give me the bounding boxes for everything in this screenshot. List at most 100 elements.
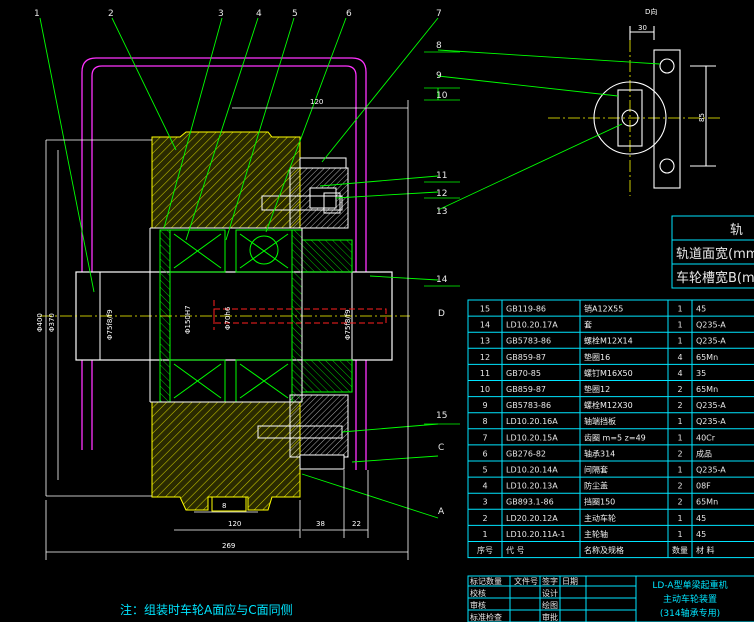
bom-row-5-mat: 65Mn xyxy=(696,385,718,394)
dim-269: 269 xyxy=(222,542,235,550)
bom-row-11-name: 防尘盖 xyxy=(584,481,608,491)
title-block-cell-0-1: 文件号 xyxy=(514,576,538,586)
title-block-cell-3-0: 标准检查 xyxy=(470,612,502,622)
bom-header-qty: 数量 xyxy=(672,545,688,555)
drawing-title-3: (314轴承专用) xyxy=(660,607,720,619)
drawing-title-2: 主动车轮装置 xyxy=(663,593,717,605)
callout-4: 4 xyxy=(256,9,262,19)
bom-row-2-mat: Q235-A xyxy=(696,337,726,346)
bom-row-6-name: 螺栓M12X30 xyxy=(584,400,633,410)
callout-7: 7 xyxy=(436,9,442,19)
dim-22: 22 xyxy=(352,520,361,528)
bom-header-no: 序号 xyxy=(477,545,493,555)
bom-row-9-name: 轴承314 xyxy=(584,448,615,458)
dim-phi400: Φ400 xyxy=(36,313,44,332)
callout-underlines xyxy=(424,51,460,425)
bom-row-8-qty: 1 xyxy=(677,433,682,442)
title-block-cell-2-2: 绘图 xyxy=(542,600,558,610)
bom-row-0-mat: 45 xyxy=(696,305,706,314)
callout-6: 6 xyxy=(346,9,352,19)
bom-row-3-qty: 4 xyxy=(677,353,682,362)
bom-row-10-mat: Q235-A xyxy=(696,466,726,475)
title-block-cell-0-0: 标记数量 xyxy=(470,576,502,586)
dim-85: 85 xyxy=(698,113,706,122)
bom-row-12-qty: 2 xyxy=(677,498,682,507)
bom-row-10-code: LD10.20.14A xyxy=(506,466,558,475)
spec-table xyxy=(671,215,754,289)
bom-header-code: 代 号 xyxy=(506,545,525,555)
side-label-a: A xyxy=(438,507,445,517)
assembly-note: 注：组装时车轮A面应与C面同侧 xyxy=(120,602,293,617)
title-block-cell-3-2: 审批 xyxy=(542,612,558,622)
side-label-c: C xyxy=(438,443,444,453)
bom-row-11-no: 4 xyxy=(482,482,487,491)
bom-row-9-code: GB276-82 xyxy=(506,449,546,458)
drawing-title-1: LD-A型单梁起重机 xyxy=(652,579,727,591)
bom-row-2-qty: 1 xyxy=(677,337,682,346)
bom-row-11-code: LD10.20.13A xyxy=(506,482,558,491)
callout-15: 15 xyxy=(436,411,447,421)
bom-row-12-name: 挡圈150 xyxy=(584,497,615,507)
bom-row-4-mat: 35 xyxy=(696,369,706,378)
bom-row-7-mat: Q235-A xyxy=(696,417,726,426)
center-lines xyxy=(40,40,720,317)
title-block-cell-0-3: 日期 xyxy=(562,577,578,586)
bom-row-14-mat: 45 xyxy=(696,530,706,539)
bom-row-5-no: 10 xyxy=(480,385,490,394)
bom-row-6-mat: Q235-A xyxy=(696,401,726,410)
bom-row-0-name: 销A12X55 xyxy=(584,304,623,314)
callout-1: 1 xyxy=(34,9,40,19)
bom-row-12-code: GB893.1-86 xyxy=(506,498,554,507)
dim-phi370: Φ370 xyxy=(48,313,56,332)
d-view-label: D向 xyxy=(645,7,657,16)
leader-lines xyxy=(39,17,661,519)
bom-row-2-no: 13 xyxy=(480,337,490,346)
callout-2: 2 xyxy=(108,9,114,19)
bom-row-3-code: GB859-87 xyxy=(506,353,546,362)
bom-row-5-qty: 2 xyxy=(677,385,682,394)
bom-row-9-qty: 2 xyxy=(677,449,682,458)
bom-row-10-no: 5 xyxy=(482,466,487,475)
bom-row-1-qty: 1 xyxy=(677,321,682,330)
bom-header-name: 名称及规格 xyxy=(584,545,624,555)
title-block-cell-1-2: 设计 xyxy=(542,588,558,598)
spec-table-title: 轨 xyxy=(730,223,743,238)
bom-row-8-name: 齿圈 m=5 z=49 xyxy=(584,433,646,442)
title-block-cell-0-2: 签字 xyxy=(542,576,558,586)
bom-row-11-mat: 08F xyxy=(696,482,711,491)
bom-row-10-qty: 1 xyxy=(677,466,682,475)
bom-row-13-code: LD20.20.12A xyxy=(506,514,558,523)
bom-row-6-code: GB5783-86 xyxy=(506,401,551,410)
dim-phi75-right: Φ75f8/f9 xyxy=(344,309,352,340)
bom-row-14-code: LD10.20.11A-1 xyxy=(506,530,566,539)
bom-row-7-name: 轴端挡板 xyxy=(584,416,616,426)
bom-row-1-mat: Q235-A xyxy=(696,321,726,330)
bom-row-14-name: 主轮轴 xyxy=(584,529,608,539)
bom-row-13-qty: 1 xyxy=(677,514,682,523)
dim-30: 30 xyxy=(638,24,647,32)
wheel-body xyxy=(151,131,301,512)
bom-row-7-code: LD10.20.16A xyxy=(506,417,558,426)
bom-row-13-mat: 45 xyxy=(696,514,706,523)
bom-row-1-name: 套 xyxy=(584,320,592,330)
callout-8: 8 xyxy=(436,41,442,51)
callout-13: 13 xyxy=(436,207,447,217)
bom-row-6-no: 9 xyxy=(482,401,487,410)
bom-row-12-mat: 65Mn xyxy=(696,498,718,507)
bom-header-mat: 材 料 xyxy=(696,545,715,555)
bom-table xyxy=(467,299,754,559)
bom-row-14-no: 1 xyxy=(482,530,487,539)
bom-row-0-no: 15 xyxy=(480,305,490,314)
bom-row-0-qty: 1 xyxy=(677,305,682,314)
callout-12: 12 xyxy=(436,189,447,199)
bom-row-1-code: LD10.20.17A xyxy=(506,321,558,330)
bom-row-14-qty: 1 xyxy=(677,530,682,539)
bom-row-8-mat: 40Cr xyxy=(696,433,716,442)
callout-14: 14 xyxy=(436,275,448,285)
bom-row-13-name: 主动车轮 xyxy=(584,513,616,523)
bom-row-4-no: 11 xyxy=(480,369,490,378)
title-block-cell-2-0: 审核 xyxy=(470,600,486,610)
bom-row-1-no: 14 xyxy=(480,321,490,330)
